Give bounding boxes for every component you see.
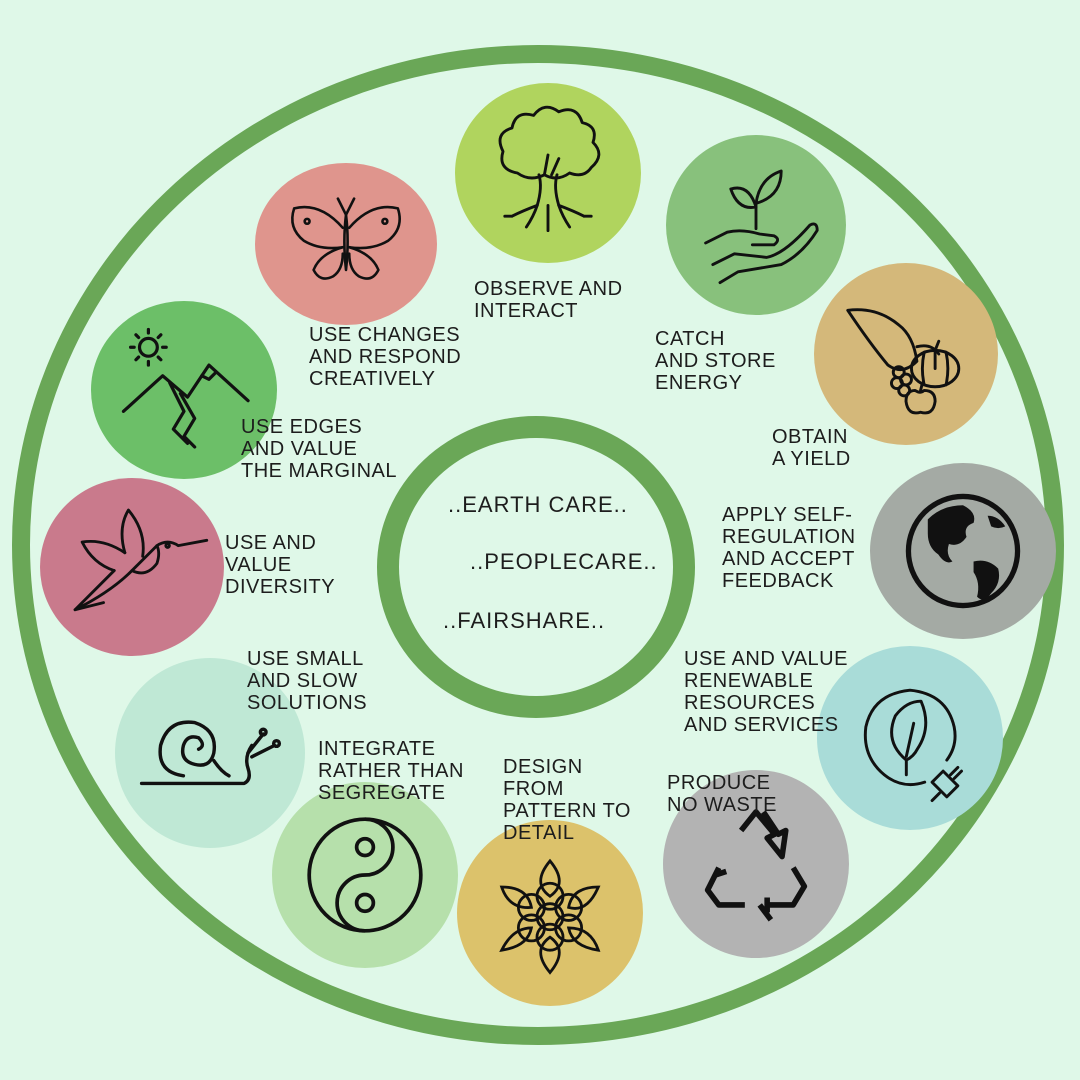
principle-label-integrate: INTEGRATE RATHER THAN SEGREGATE xyxy=(318,738,464,804)
ethic-people-care: ..PEOPLECARE.. xyxy=(470,549,658,574)
hummingbird-icon xyxy=(73,508,209,612)
leaf-plug-icon xyxy=(863,688,963,803)
principle-disc-yield xyxy=(814,263,998,445)
principle-label-waste: PRODUCE NO WASTE xyxy=(667,772,777,816)
ethic-fair-share: ..FAIRSHARE.. xyxy=(443,608,606,633)
principle-disc-renewable xyxy=(817,646,1003,830)
principle-label-yield: OBTAIN A YIELD xyxy=(772,426,851,470)
principle-disc-observe xyxy=(455,83,641,263)
principle-disc-pattern xyxy=(457,820,643,1006)
recycle-icon xyxy=(704,809,808,922)
principle-label-renewable: USE AND VALUE RENEWABLE RESOURCES AND SE… xyxy=(684,648,848,736)
cornucopia-icon xyxy=(846,308,961,415)
mandala-icon xyxy=(499,858,601,975)
snail-icon xyxy=(139,720,282,786)
principle-label-edges: USE EDGES AND VALUE THE MARGINAL xyxy=(241,416,398,482)
principle-disc-catch xyxy=(666,135,846,315)
principle-disc-diversity xyxy=(40,478,224,656)
globe-icon xyxy=(905,493,1021,609)
principle-label-small: USE SMALL AND SLOW SOLUTIONS xyxy=(247,648,368,714)
principle-label-changes: USE CHANGES AND RESPOND CREATIVELY xyxy=(309,324,462,390)
principle-disc-waste xyxy=(663,770,849,958)
principle-disc-feedback xyxy=(870,463,1056,639)
principle-disc-small xyxy=(115,658,305,848)
principle-disc-integrate xyxy=(272,782,458,968)
yin-yang-icon xyxy=(307,817,423,933)
mountain-sun-icon xyxy=(121,327,250,449)
plant-in-hand-icon xyxy=(704,169,819,285)
tree-icon xyxy=(498,105,601,233)
principle-label-feedback: APPLY SELF- REGULATION AND ACCEPT FEEDBA… xyxy=(722,504,856,592)
principle-disc-changes xyxy=(255,163,437,325)
principle-label-diversity: USE AND VALUE DIVERSITY xyxy=(225,532,336,598)
principle-label-pattern: DESIGN FROM PATTERN TO DETAIL xyxy=(503,756,631,844)
principle-label-catch: CATCH AND STORE ENERGY xyxy=(655,328,776,394)
principle-disc-edges xyxy=(91,301,277,479)
principle-label-observe: OBSERVE AND INTERACT xyxy=(474,278,623,322)
ethic-earth-care: ..EARTH CARE.. xyxy=(448,492,628,517)
butterfly-icon xyxy=(291,197,401,280)
